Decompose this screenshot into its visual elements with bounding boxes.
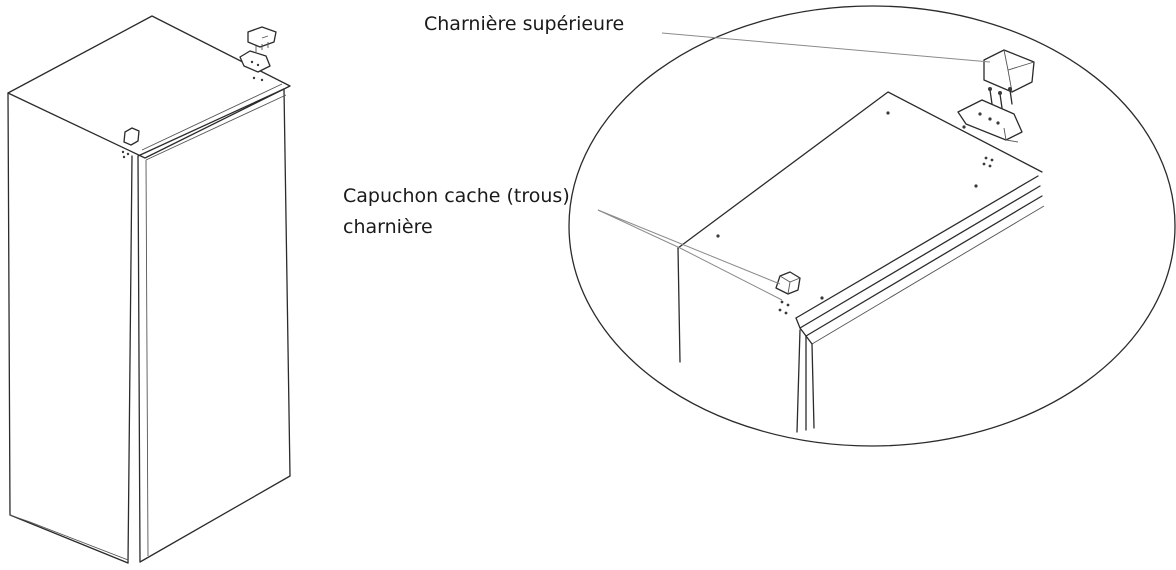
screw-icon [989,89,993,105]
leader-hinge-cap-a [597,209,781,285]
label-hinge-cap-line1: Capuchon cache (trous) [343,185,570,207]
magnified-detail [568,5,1176,447]
top-hinge-cover-small [247,26,277,48]
top-hinge-cover-icon [983,49,1035,93]
cabinet-side-panel [7,92,129,564]
label-hinge-cap-line2: charnière [343,216,433,238]
detail-door-front [811,343,815,429]
refrigerator-overview [7,15,291,564]
door-front [137,88,291,563]
leader-hinge-cap-b [597,209,783,301]
label-top-hinge: Charnière supérieure [424,13,625,35]
hinge-cap-small [123,127,140,146]
magnify-ellipse [568,5,1176,447]
hinge-cap-icon [775,271,801,295]
cabinet-front-edge [127,155,133,564]
top-hinge-plate-small [239,50,271,73]
leader-top-hinge [661,32,991,63]
cabinet-top [7,15,291,159]
door-gasket [795,175,1039,319]
leader-lines [597,32,991,301]
detail-cabinet-top [677,91,1043,249]
door-edge [145,94,287,161]
